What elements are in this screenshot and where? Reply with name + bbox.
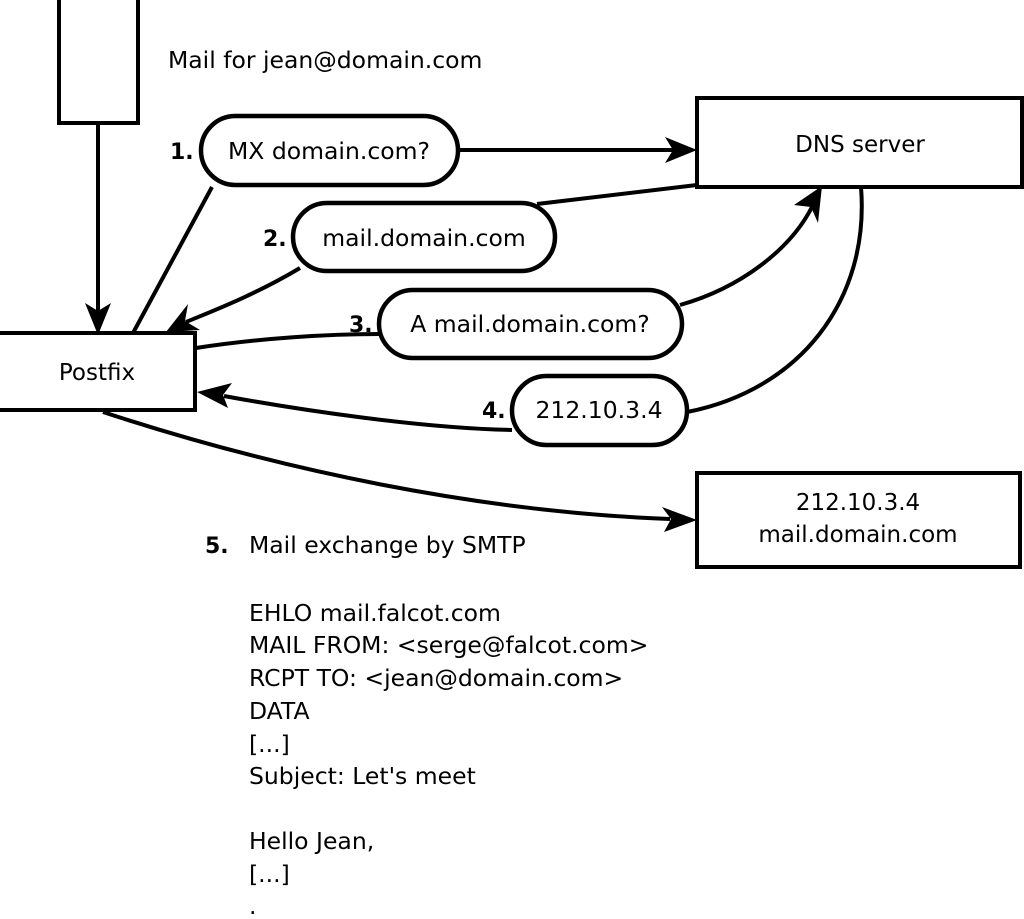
edge-postfix-to-step3 [195,332,380,350]
step-3-label: A mail.domain.com? [410,310,650,338]
edge-step1-to-postfix [131,186,214,334]
node-mailserver-label-ip: 212.10.3.4 [796,490,920,516]
step-1-number: 1. [170,140,194,165]
arrowhead-step4-to-postfix [197,383,232,408]
node-postfix-label: Postfix [59,360,135,386]
smtp-line-0: EHLO mail.falcot.com [249,599,501,627]
node-postfix-box [0,331,197,412]
node-sender-box [57,0,140,125]
arrowhead-step1-to-dns [665,137,697,163]
smtp-line-4: [...] [249,730,290,758]
smtp-line-3: DATA [249,697,310,725]
step-1-bubble [198,113,461,188]
node-dns-label: DNS server [795,132,925,158]
node-mailserver-label-host: mail.domain.com [758,522,957,548]
edge-postfix-to-mailserver [102,410,671,521]
smtp-transcript: EHLO mail.falcot.com MAIL FROM: <serge@f… [249,599,648,919]
arrowhead-sender-to-postfix [85,303,111,335]
smtp-line-9: . [249,892,256,919]
caption-mail-for: Mail for jean@domain.com [168,46,482,74]
arrowhead-step2-to-postfix [166,304,200,332]
smtp-line-2: RCPT TO: <jean@domain.com> [249,664,623,692]
node-mailserver-box [695,471,1022,569]
edge-dns-to-step2 [536,183,698,206]
edge-step3-to-dns [679,206,814,307]
step-4-label: 212.10.3.4 [535,396,662,424]
smtp-line-8: [...] [249,860,290,888]
step-4-number: 4. [482,399,506,424]
step-2-number: 2. [263,227,287,252]
smtp-line-7: Hello Jean, [249,827,374,855]
step-5-label: Mail exchange by SMTP [249,531,526,559]
step-4-bubble [509,373,690,448]
step-2-bubble [290,200,558,274]
edge-step4-to-postfix [223,394,513,432]
arrowhead-postfix-to-mailserver [662,507,697,532]
smtp-line-5: Subject: Let's meet [249,762,476,790]
step-5-number: 5. [205,534,229,559]
arrowhead-step3-to-dns [794,186,822,223]
step-3-number: 3. [349,313,373,338]
edge-step2-to-postfix [185,266,302,324]
step-3-bubble [376,287,685,361]
smtp-line-1: MAIL FROM: <serge@falcot.com> [249,631,648,659]
step-2-label: mail.domain.com [322,224,526,252]
node-dns-box [695,96,1024,189]
edge-dns-to-step4 [686,186,864,414]
step-1-label: MX domain.com? [228,137,430,165]
